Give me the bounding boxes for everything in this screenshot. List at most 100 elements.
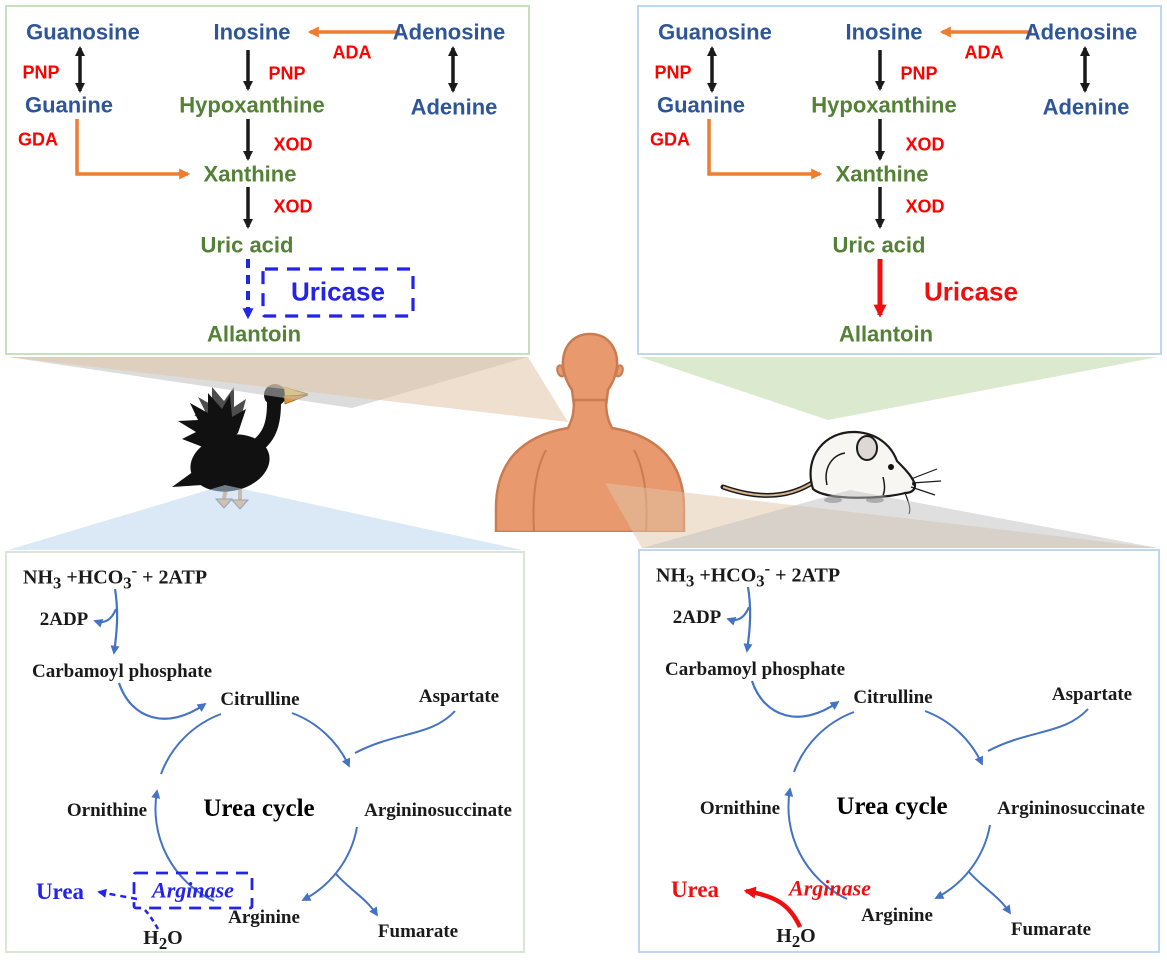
enzyme-xod: XOD <box>905 134 945 155</box>
metabolite-2adp: 2ADP <box>39 609 89 631</box>
arrow-h2o-to-urea-active <box>743 886 803 928</box>
metabolite-guanine: Guanine <box>24 92 114 118</box>
metabolite-citrulline: Citrulline <box>220 689 300 711</box>
metabolite-argininosuccinate: Argininosuccinate <box>364 800 512 822</box>
mouse-tail <box>720 478 818 498</box>
enzyme-arginase-active: Arginase <box>789 875 871 901</box>
cycle-arc-argininosuccinate-to-arginine <box>301 826 358 901</box>
metabolite-adenosine: Adenosine <box>392 19 506 45</box>
arrow-branch-to-adp <box>726 606 751 626</box>
arrow-substrates-to-carbamoyl <box>110 588 120 655</box>
enzyme-xod: XOD <box>273 134 313 155</box>
cycle-arc-citrulline-to-argininosuccinate <box>291 712 351 768</box>
arrow-substrates-to-carbamoyl <box>743 586 753 653</box>
mouse-haunch-line <box>825 452 846 486</box>
mouse-whisker <box>910 486 936 496</box>
urea-cycle-panel-goose: NH3 +HCO3- + 2ATP 2ADP Carbamoyl phospha… <box>5 551 525 953</box>
metabolite-h2o: H2O <box>143 926 183 953</box>
mouse-foot-shadow <box>824 497 842 503</box>
metabolite-adenosine: Adenosine <box>1024 19 1138 45</box>
metabolite-uric-acid: Uric acid <box>832 232 926 258</box>
goose-tail <box>172 471 202 487</box>
mouse-image <box>720 430 942 515</box>
metabolite-guanosine: Guanosine <box>658 19 772 45</box>
enzyme-gda: GDA <box>18 129 58 150</box>
human-image <box>494 332 686 532</box>
metabolite-carbamoyl-phosphate: Carbamoyl phosphate <box>32 661 212 683</box>
enzyme-uricase-active: Uricase <box>924 276 1018 307</box>
mouse-ear <box>856 435 878 461</box>
enzyme-pnp: PNP <box>900 63 938 84</box>
curve-aspartate-join <box>987 708 1089 752</box>
arrow-carbamoyl-to-citrulline <box>750 680 840 718</box>
human-ear <box>556 364 566 378</box>
beam-topleft-panel-to-human <box>8 357 568 422</box>
enzyme-ada: ADA <box>332 42 372 63</box>
purine-arrows-mouse <box>707 26 1090 318</box>
arrow-guanine-to-xanthine <box>75 119 191 180</box>
metabolite-allantoin: Allantoin <box>206 321 302 347</box>
enzyme-xod: XOD <box>905 196 945 217</box>
arrow-guanine-to-xanthine <box>707 119 823 180</box>
beam-topright-panel-to-mouse <box>640 357 1158 420</box>
urea-substrates-label: NH3 +HCO3- + 2ATP <box>23 561 208 593</box>
mouse-whisker <box>910 468 938 480</box>
urea-cycle-title: Urea cycle <box>203 794 315 822</box>
goose-front-wing <box>178 393 246 449</box>
metabolite-aspartate: Aspartate <box>1051 684 1133 706</box>
line-h2o-dashed <box>143 908 160 930</box>
beam-goose-to-bottomleft-panel <box>8 485 522 550</box>
metabolite-citrulline: Citrulline <box>853 687 933 709</box>
urea-arrows-goose <box>93 588 456 930</box>
cycle-arc-citrulline-to-argininosuccinate <box>924 710 984 766</box>
human-torso <box>494 398 686 532</box>
metabolite-xanthine: Xanthine <box>203 161 297 187</box>
metabolite-xanthine: Xanthine <box>835 161 929 187</box>
curve-to-fumarate <box>967 870 1011 915</box>
urea-arrows-mouse <box>726 586 1089 928</box>
metabolite-2adp: 2ADP <box>672 607 722 629</box>
goose-beak-top <box>283 386 309 398</box>
metabolite-adenine: Adenine <box>1042 94 1130 120</box>
metabolite-ornithine: Ornithine <box>66 800 148 822</box>
cycle-arc-arginine-to-ornithine <box>151 789 215 902</box>
purine-pathway-panel-goose: Guanosine Inosine Adenosine ADA PNP PNP … <box>5 5 530 355</box>
metabolite-uric-acid: Uric acid <box>200 232 294 258</box>
metabolite-fumarate: Fumarate <box>377 921 459 943</box>
mouse-front-leg <box>882 476 886 496</box>
goose-head <box>264 384 286 406</box>
goose-beak-bottom <box>283 394 309 405</box>
metabolite-allantoin: Allantoin <box>838 321 934 347</box>
metabolite-hypoxanthine: Hypoxanthine <box>811 92 957 118</box>
metabolite-inosine: Inosine <box>845 19 923 45</box>
urea-cycle-panel-mouse: NH3 +HCO3- + 2ATP 2ADP Carbamoyl phospha… <box>638 549 1160 953</box>
purine-pathway-panel-mouse: Guanosine Inosine Adenosine ADA PNP PNP … <box>637 5 1162 355</box>
cycle-arc-upper-left <box>793 711 855 773</box>
metabolite-aspartate: Aspartate <box>418 686 500 708</box>
urea-cycle-title: Urea cycle <box>836 792 948 820</box>
urea-substrates-label: NH3 +HCO3- + 2ATP <box>656 559 841 591</box>
enzyme-xod: XOD <box>273 196 313 217</box>
curve-aspartate-join <box>354 710 456 754</box>
goose-foot <box>230 499 250 510</box>
goose-rear-wing <box>194 387 246 429</box>
mouse-whisker <box>911 480 942 484</box>
product-urea-active: Urea <box>670 876 720 902</box>
enzyme-uricase-knockout: Uricase <box>291 276 385 307</box>
human-ear <box>614 364 624 378</box>
enzyme-gda: GDA <box>650 129 690 150</box>
mouse-whisker <box>904 492 911 515</box>
human-head <box>561 332 619 408</box>
cycle-arc-argininosuccinate-to-arginine <box>934 824 991 899</box>
metabolite-arginine: Arginine <box>228 907 300 929</box>
enzyme-pnp: PNP <box>654 62 692 83</box>
enzyme-ada: ADA <box>964 42 1004 63</box>
human-arm-line <box>633 449 648 532</box>
metabolite-argininosuccinate: Argininosuccinate <box>997 798 1145 820</box>
cycle-arc-upper-left <box>160 713 222 775</box>
mouse-body <box>809 430 917 499</box>
beam-mouse-to-bottomright-panel <box>642 490 1158 548</box>
metabolite-arginine: Arginine <box>861 905 933 927</box>
goose-neck <box>245 396 281 456</box>
arrow-arginase-to-urea-dashed <box>97 888 138 901</box>
